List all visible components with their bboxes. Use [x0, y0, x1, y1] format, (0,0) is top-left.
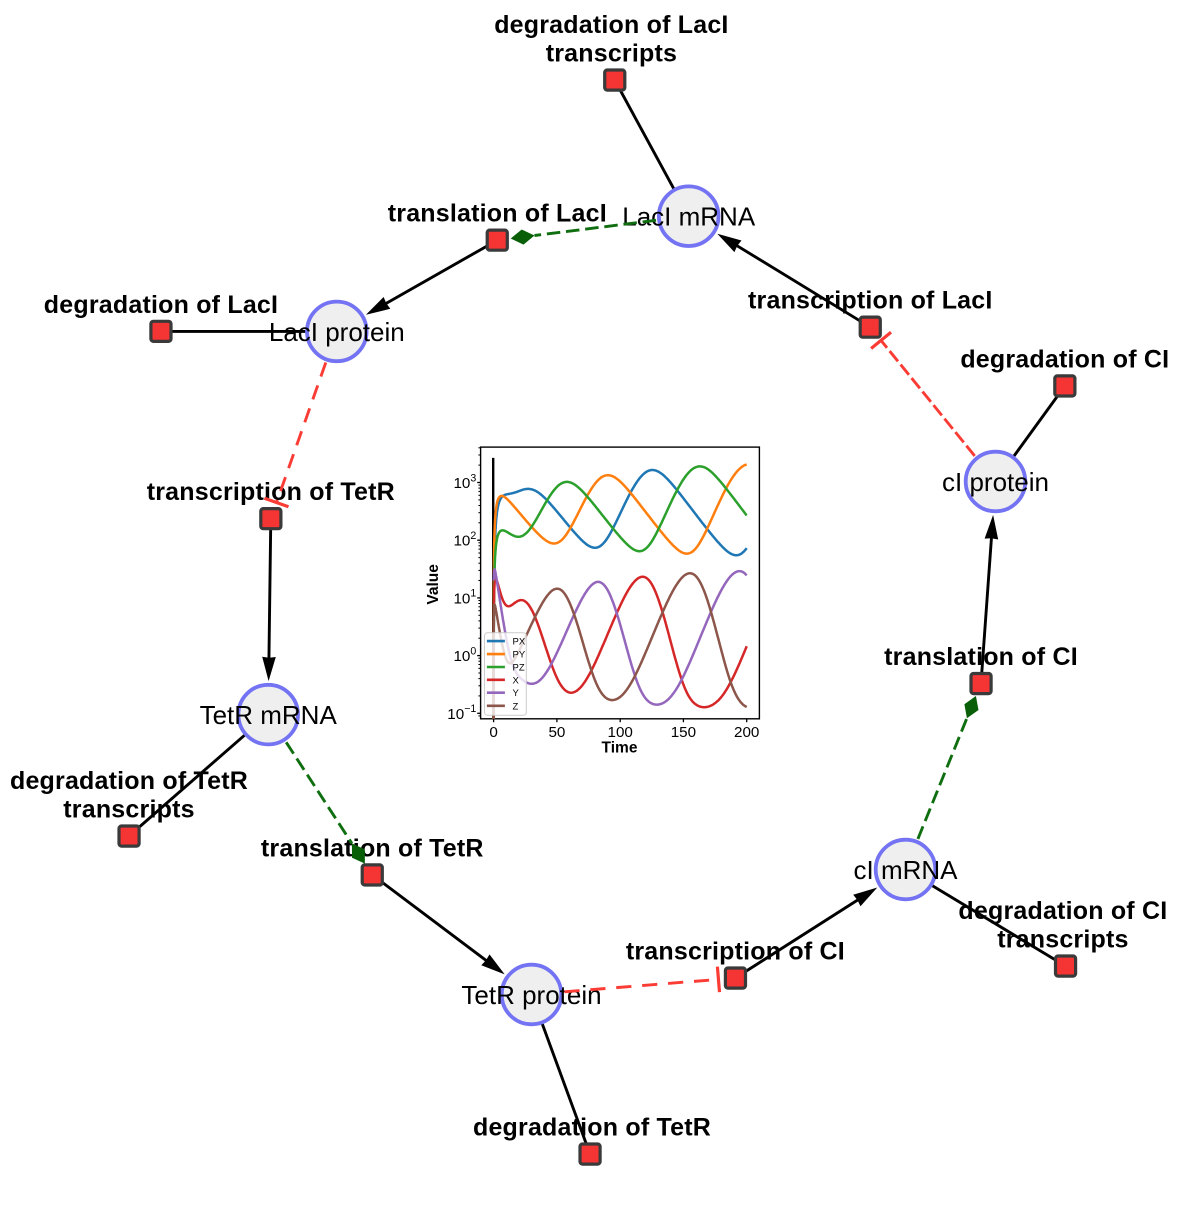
svg-text:transcription of CI: transcription of CI [626, 938, 845, 966]
svg-text:Z: Z [513, 701, 519, 712]
svg-text:X: X [513, 675, 520, 686]
svg-text:PY: PY [513, 650, 526, 661]
svg-text:transcripts: transcripts [546, 40, 677, 68]
svg-text:TetR protein: TetR protein [461, 980, 601, 1010]
svg-text:Time: Time [602, 739, 638, 756]
svg-text:cI protein: cI protein [942, 467, 1049, 497]
svg-text:Value: Value [425, 564, 442, 605]
svg-text:degradation of LacI: degradation of LacI [494, 11, 728, 39]
svg-text:150: 150 [671, 724, 696, 741]
svg-text:translation of LacI: translation of LacI [388, 200, 607, 228]
svg-text:Y: Y [513, 688, 520, 699]
svg-text:100: 100 [608, 724, 633, 741]
svg-text:cI mRNA: cI mRNA [854, 855, 959, 885]
svg-text:transcripts: transcripts [997, 926, 1128, 954]
svg-text:degradation of TetR: degradation of TetR [10, 767, 248, 795]
svg-text:200: 200 [734, 724, 759, 741]
svg-text:TetR mRNA: TetR mRNA [200, 700, 338, 730]
svg-text:PX: PX [513, 637, 526, 648]
svg-text:degradation of CI: degradation of CI [960, 346, 1169, 374]
svg-text:translation of TetR: translation of TetR [261, 834, 484, 862]
svg-text:PZ: PZ [513, 663, 525, 674]
svg-text:transcription of LacI: transcription of LacI [748, 287, 993, 315]
svg-text:degradation of TetR: degradation of TetR [473, 1114, 711, 1142]
svg-text:LacI protein: LacI protein [269, 317, 405, 347]
svg-text:0: 0 [489, 724, 497, 741]
svg-text:translation of CI: translation of CI [884, 643, 1078, 671]
svg-text:LacI mRNA: LacI mRNA [622, 202, 756, 232]
svg-text:degradation of LacI: degradation of LacI [44, 291, 278, 319]
svg-text:50: 50 [548, 724, 565, 741]
svg-text:degradation of CI: degradation of CI [958, 897, 1167, 925]
svg-text:transcripts: transcripts [63, 796, 194, 824]
